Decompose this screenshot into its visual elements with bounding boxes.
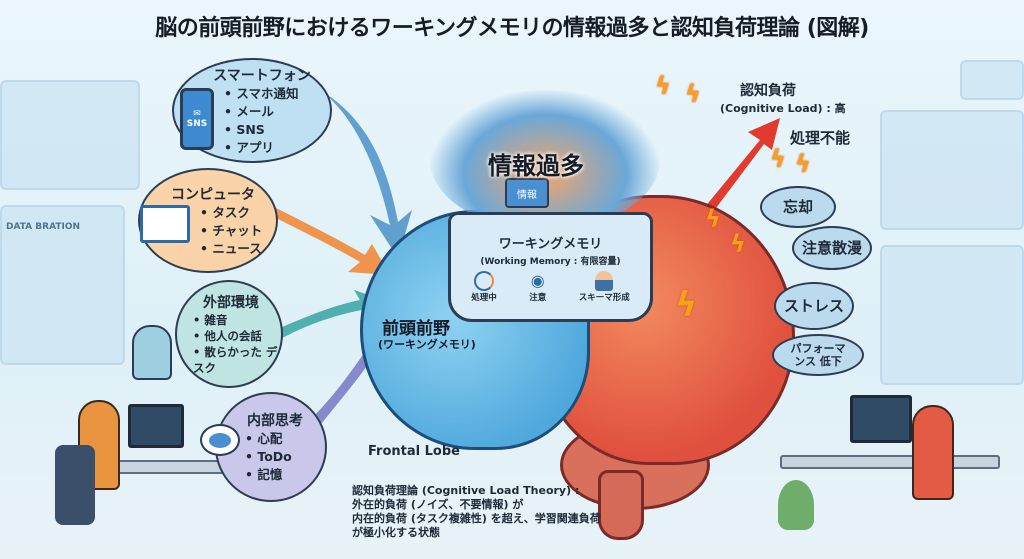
arrow-environment — [275, 290, 390, 342]
working-memory-title: ワーキングメモリ — [498, 237, 603, 252]
source-heading: スマートフォン — [213, 67, 311, 84]
bg-dashboard-left-top — [0, 80, 140, 190]
lightning-icon: ϟ — [705, 205, 721, 233]
theory-line: 認知負荷理論 (Cognitive Load Theory) : — [352, 484, 580, 497]
plant — [778, 480, 814, 530]
wm-item-label: スキーマ形成 — [578, 293, 630, 303]
source-item: メール — [224, 103, 330, 121]
smartphone-icon: ✉ SNS — [180, 88, 214, 150]
cognitive-load-title: 認知負荷 — [740, 83, 796, 99]
computer-monitor-icon — [140, 205, 190, 243]
eye-icon: ◉ — [530, 271, 545, 290]
bg-dashboard-right-top — [880, 110, 1024, 230]
lightning-icon: ϟ — [675, 285, 698, 325]
wm-item-processing: 処理中 — [471, 271, 497, 303]
source-item: 散らかった デスク — [193, 344, 281, 376]
theory-text: 認知負荷理論 (Cognitive Load Theory) : 外在的負荷 (… — [352, 484, 601, 540]
source-heading: コンピュータ — [171, 186, 255, 203]
mail-icon: ✉ — [193, 109, 201, 119]
thought-brain-icon — [200, 424, 240, 456]
page-title: 脳の前頭前野におけるワーキングメモリの情報過多と認知負荷理論 (図解) — [155, 16, 869, 41]
effect-bubble-stress: ストレス — [774, 282, 854, 330]
source-item: チャット — [200, 222, 276, 240]
source-heading: 外部環境 — [203, 295, 259, 311]
source-items: タスク チャット ニュース — [200, 204, 276, 258]
prefrontal-label: 前頭前野 — [382, 319, 450, 339]
office-chair-left — [55, 445, 95, 525]
theory-line: 内在的負荷 (タスク複雑性) を超え、学習関連負荷 — [352, 512, 601, 525]
bg-dashboard-right-2 — [960, 60, 1024, 100]
lightning-icon: ϟ — [685, 80, 701, 108]
info-overload-label: 情報過多 — [488, 152, 584, 180]
cognitive-load-subtitle: (Cognitive Load) : 高 — [720, 102, 846, 115]
computer-monitor-right — [850, 395, 912, 443]
source-items: スマホ通知 メール SNS アプリ — [224, 85, 330, 157]
bg-dashboard-right — [880, 245, 1024, 385]
source-item: ToDo — [245, 448, 325, 466]
wm-item-schema: スキーマ形成 — [579, 271, 630, 303]
brain-stem — [598, 470, 644, 540]
bg-dashboard-left — [0, 205, 125, 365]
source-item: アプリ — [224, 139, 330, 157]
info-card: 情報 — [505, 178, 549, 208]
load-arrow — [690, 118, 780, 232]
stressed-worker-right — [912, 405, 954, 500]
source-item: 心配 — [245, 430, 325, 448]
lightning-icon: ϟ — [655, 72, 671, 100]
source-environment-bubble: 外部環境 雑音 他人の会話 散らかった デスク — [175, 280, 283, 388]
lightning-icon: ϟ — [730, 230, 746, 258]
frontal-lobe-label: Frontal Lobe — [368, 444, 460, 459]
arrow-computer — [270, 205, 390, 275]
person-icon — [595, 271, 614, 291]
effect-bubble-distraction: 注意散漫 — [792, 226, 872, 270]
working-memory-subtitle: (Working Memory : 有限容量) — [480, 257, 621, 267]
clock-icon — [473, 271, 494, 291]
working-memory-container: ワーキングメモリ (Working Memory : 有限容量) 処理中 ◉ 注… — [448, 212, 653, 322]
effect-bubble-performance: パフォーマンス 低下 — [772, 334, 864, 376]
processing-failure-label: 処理不能 — [790, 129, 851, 147]
source-item: SNS — [224, 121, 330, 139]
lightning-icon: ϟ — [795, 150, 811, 178]
arrow-smartphone — [320, 90, 412, 258]
dashboard-label: DATA BRATION — [6, 222, 81, 232]
source-item: 記憶 — [245, 466, 325, 484]
office-worker-listening — [132, 325, 172, 380]
source-items: 心配 ToDo 記憶 — [245, 430, 325, 484]
theory-line: が極小化する状態 — [352, 526, 440, 539]
source-computer-bubble: コンピュータ タスク チャット ニュース — [138, 168, 278, 273]
prefrontal-sublabel: (ワーキングメモリ) — [378, 338, 476, 351]
source-item: ニュース — [200, 240, 276, 258]
lightning-icon: ϟ — [770, 145, 786, 173]
computer-monitor-left — [128, 404, 184, 448]
source-item: 雑音 — [193, 312, 281, 328]
phone-badge: SNS — [186, 119, 208, 129]
source-item: 他人の会話 — [193, 328, 281, 344]
source-heading: 内部思考 — [247, 413, 303, 429]
source-items: 雑音 他人の会話 散らかった デスク — [193, 312, 281, 376]
wm-item-label: 処理中 — [471, 293, 497, 303]
effect-bubble-forgetting: 忘却 — [760, 186, 836, 228]
wm-item-attention: ◉ 注意 — [529, 271, 546, 303]
wm-item-label: 注意 — [529, 293, 547, 303]
theory-line: 外在的負荷 (ノイズ、不要情報) が — [352, 498, 524, 511]
source-item: スマホ通知 — [224, 85, 330, 103]
source-item: タスク — [200, 204, 276, 222]
